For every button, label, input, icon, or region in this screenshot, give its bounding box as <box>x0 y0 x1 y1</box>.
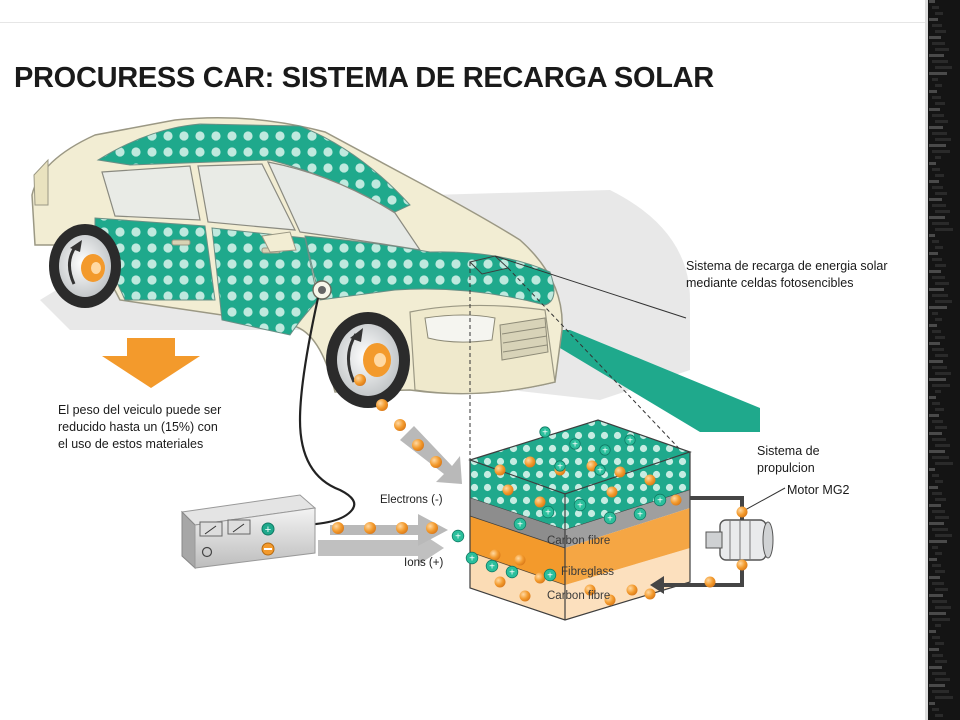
electron-particle <box>519 590 531 602</box>
electron-particle <box>364 522 376 534</box>
propulsion-note: Sistema de propulcion <box>757 443 820 477</box>
propulsion-note-line-1: Sistema de <box>757 444 820 458</box>
fiberglass-label: Fibreglass <box>561 566 615 578</box>
motor-icon <box>705 519 774 561</box>
electron-particle <box>394 419 406 431</box>
ion-particle <box>465 551 479 565</box>
ion-particle <box>569 438 581 450</box>
electron-particle <box>412 439 424 451</box>
electron-particle <box>489 549 501 561</box>
plus-icon: + <box>557 462 563 473</box>
plus-icon: + <box>545 508 551 519</box>
electron-particle <box>524 456 536 468</box>
ion-particle <box>599 444 611 456</box>
propulsion-note-line-2: propulcion <box>757 461 815 475</box>
electron-particle <box>426 522 438 534</box>
ion-particle <box>513 517 527 531</box>
top-divider <box>0 22 925 23</box>
electron-particle <box>704 576 716 588</box>
callout-lines <box>469 255 786 511</box>
plus-icon: + <box>547 571 553 582</box>
electron-particle <box>430 456 442 468</box>
carbon-fibre-top-label: Carbon fibre <box>547 535 611 547</box>
electron-particle <box>534 496 546 508</box>
electron-particle <box>354 374 366 386</box>
plus-icon: + <box>577 501 583 512</box>
front-wheel <box>326 312 410 408</box>
ion-particle <box>633 507 647 521</box>
electron-particle <box>376 399 388 411</box>
weight-note-line-3: el uso de estos materiales <box>58 437 204 451</box>
car <box>31 116 563 395</box>
motor-label: Motor MG2 <box>787 483 850 497</box>
electron-particle <box>736 559 748 571</box>
solar-note: Sistema de recarga de energia solar medi… <box>686 258 888 292</box>
plus-icon: + <box>597 466 603 477</box>
ion-particle <box>505 565 519 579</box>
down-arrow-icon <box>102 338 200 388</box>
rear-wheel <box>49 224 121 308</box>
particles: + + + + + + + + + + + + + + + + + <box>332 374 748 606</box>
plus-icon: + <box>572 440 578 451</box>
electron-particle <box>514 554 526 566</box>
electron-particle <box>736 506 748 518</box>
electron-particle <box>614 466 626 478</box>
electron-particle <box>494 576 506 588</box>
ion-particle <box>624 434 636 446</box>
charging-cable <box>294 297 356 527</box>
plus-icon: + <box>509 568 515 579</box>
plus-icon: + <box>455 532 461 543</box>
ions-label: Ions (+) <box>404 557 444 569</box>
electron-particle <box>494 464 506 476</box>
plus-icon: + <box>489 562 495 573</box>
road-stripe <box>530 330 760 432</box>
weight-note: El peso del veiculo puede ser reducido h… <box>58 402 221 453</box>
plus-icon: + <box>602 446 608 457</box>
solar-note-line-2: mediante celdas fotosencibles <box>686 276 854 290</box>
plus-icon: + <box>627 436 633 447</box>
electron-particle <box>396 522 408 534</box>
plus-icon: + <box>637 510 643 521</box>
ion-particle <box>554 460 566 472</box>
ion-particle <box>451 529 465 543</box>
ion-particle <box>594 464 606 476</box>
electrons-label: Electrons (-) <box>380 494 443 506</box>
weight-note-line-2: reducido hasta un (15%) con <box>58 420 218 434</box>
ion-particle <box>539 426 551 438</box>
plus-icon: + <box>469 554 475 565</box>
plus-icon: + <box>607 514 613 525</box>
ion-particle <box>603 511 617 525</box>
electron-particle <box>584 584 596 596</box>
electron-particle <box>534 572 546 584</box>
plus-icon: + <box>657 496 663 507</box>
battery-block <box>468 419 692 621</box>
plus-icon: + <box>517 520 523 531</box>
svg-text:+: + <box>265 524 271 536</box>
electron-particle <box>644 474 656 486</box>
slide-title: PROCURESS CAR: SISTEMA DE RECARGA SOLAR <box>14 62 714 94</box>
plus-icon: + <box>542 428 548 439</box>
weight-note-line-1: El peso del veiculo puede ser <box>58 403 222 417</box>
carbon-fibre-bottom-label: Carbon fibre <box>547 590 611 602</box>
electron-particle <box>606 486 618 498</box>
ion-particle <box>541 505 555 519</box>
ion-particle <box>543 568 557 582</box>
electron-particle <box>626 584 638 596</box>
ion-particle <box>485 559 499 573</box>
ion-particle <box>573 498 587 512</box>
electron-particle <box>332 522 344 534</box>
decorative-frame <box>925 0 960 720</box>
electron-particle <box>670 494 682 506</box>
electron-particle <box>502 484 514 496</box>
electron-particle <box>604 594 616 606</box>
ion-particle <box>653 493 667 507</box>
electron-particle <box>644 588 656 600</box>
charger-icon: + <box>180 494 317 570</box>
solar-note-line-1: Sistema de recarga de energia solar <box>686 259 888 273</box>
